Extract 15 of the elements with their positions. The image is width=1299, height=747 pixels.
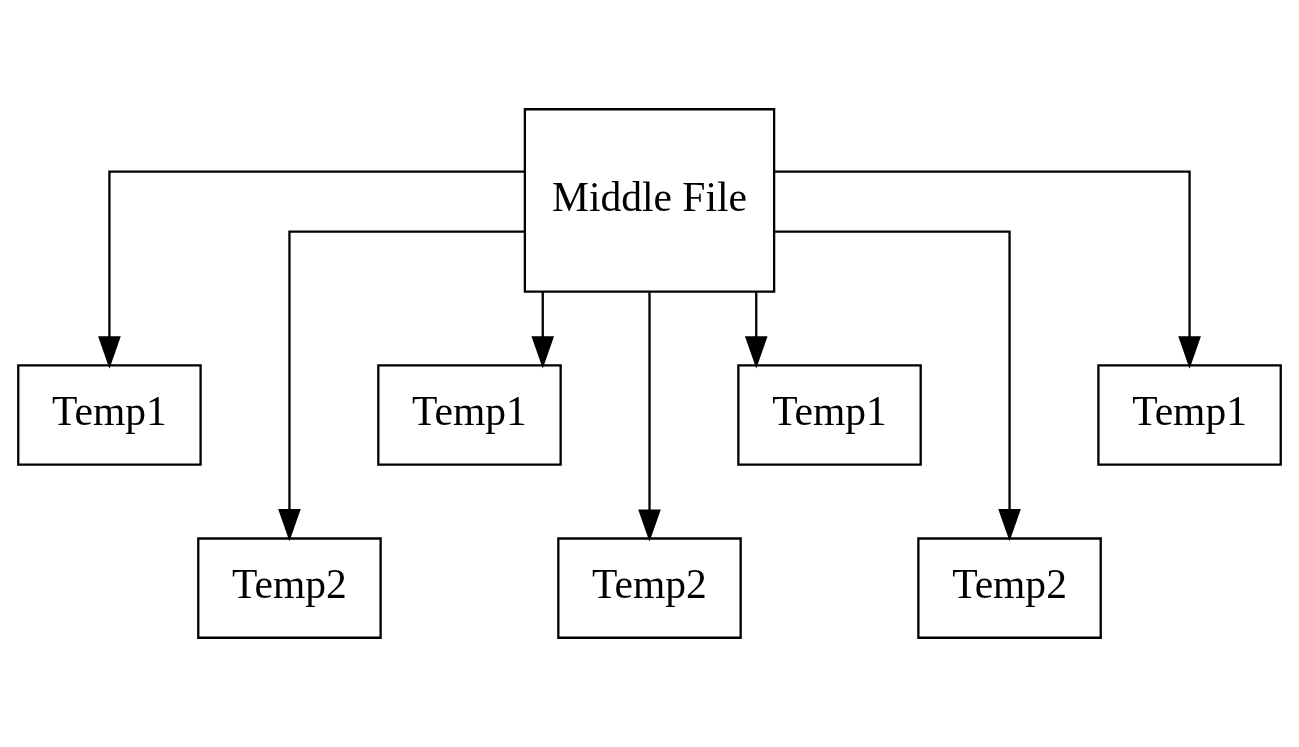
arrow [774,170,1201,369]
node-box: Temp1 [737,364,922,466]
node-box: Middle File [523,108,776,293]
node-box: Temp2 [917,537,1102,639]
node-box: Temp1 [17,364,202,466]
arrow [638,292,661,542]
node-box: Temp2 [557,537,742,639]
node-box: Temp1 [377,364,562,466]
arrow [774,230,1021,542]
arrow [278,230,525,542]
arrow [744,292,768,369]
arrow [98,170,525,369]
arrow [531,292,555,369]
node-box: Temp1 [1097,364,1282,466]
node-box: Temp2 [197,537,382,639]
